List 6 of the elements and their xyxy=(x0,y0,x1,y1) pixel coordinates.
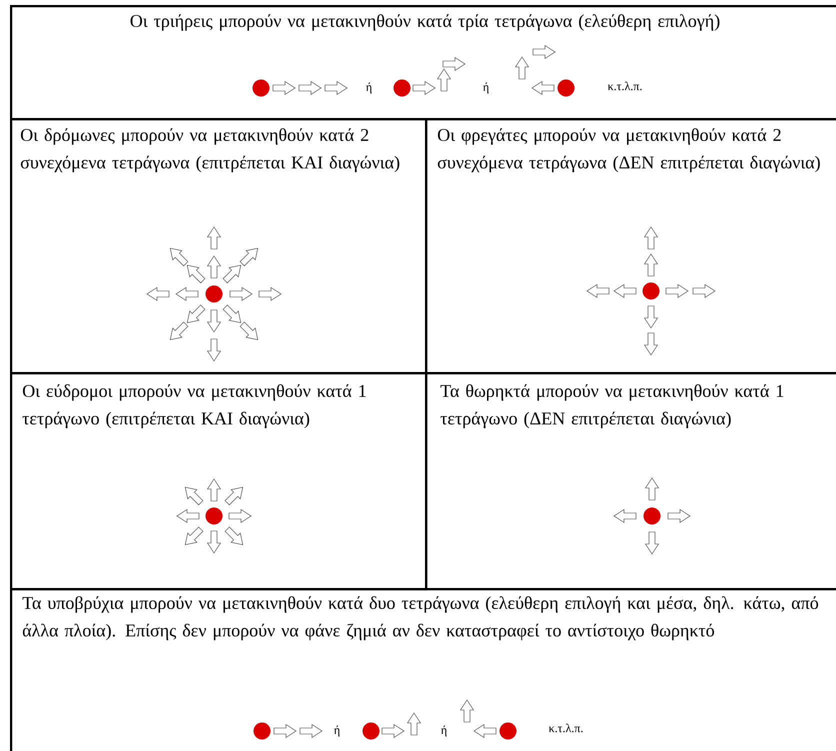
rule-cell: Οι τριήρεις μπορούν να μετακινηθούν κατά τρία τετράγωνα (ελεύθερη επιλογή) ή ή κ.τ.λ.π. xyxy=(10,5,836,120)
rule-cell: Οι εύδρομοι μπορούν να μετακινηθούν κατά 1 τετράγωνο (επιτρέπεται ΚΑΙ διαγώνια) xyxy=(10,372,428,590)
rule-cell: Οι φρεγάτες μπορούν να μετακινηθούν κατά 2 συνεχόμενα τετράγωνα (ΔΕΝ επιτρέπεται διαγώνια) xyxy=(425,118,836,374)
rule-cell: Τα θωρηκτά μπορούν να μετακινηθούν κατά 1 τετράγωνο (ΔΕΝ επιτρέπεται διαγώνια) xyxy=(425,372,836,590)
rule-cell: Τα υποβρύχια μπορούν να μετακινηθούν κατά δυο τετράγωνα (ελεύθερη επιλογή και μέσα, δηλ. κάτω, από άλλα πλοία). Επίσης δεν μπορούν να φάνε ζημιά αν δεν καταστραφεί το αντίστοιχο θωρηκτό ή ή κ.τ.λ.π. xyxy=(10,588,836,751)
rule-cell: Οι δρόμωνες μπορούν να μετακινηθούν κατά 2 συνεχόμενα τετράγωνα (επιτρέπεται ΚΑΙ διαγώνια) xyxy=(10,118,428,374)
